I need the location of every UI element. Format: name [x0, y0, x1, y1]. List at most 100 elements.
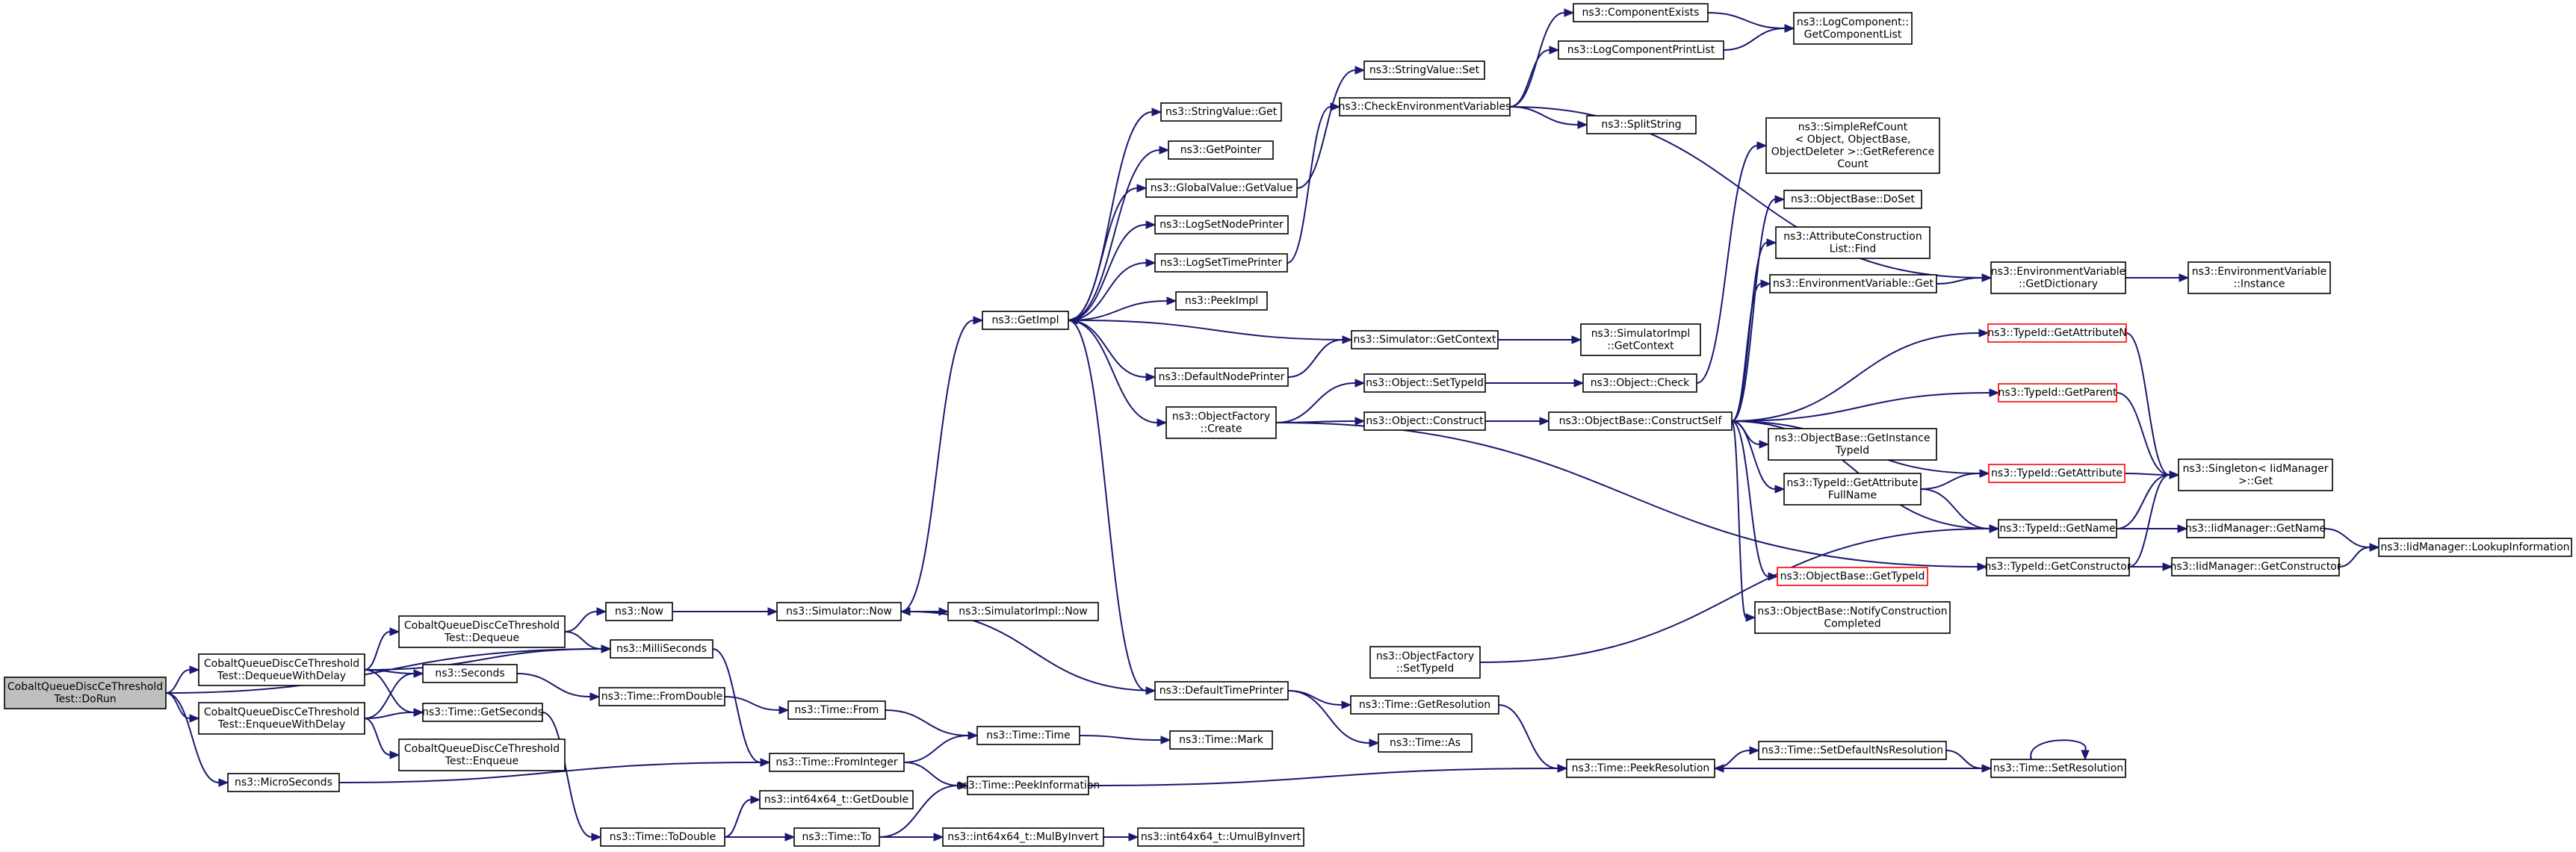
arrowhead: [1354, 379, 1366, 388]
node-envvarget[interactable]: ns3::EnvironmentVariable::Get: [1769, 274, 1937, 293]
node-now[interactable]: ns3::Now: [605, 602, 673, 621]
node-box: [1990, 759, 2126, 778]
node-notifyconstruct[interactable]: ns3::ObjectBase::NotifyConstructionCompl…: [1754, 601, 1951, 634]
node-setresolution[interactable]: ns3::Time::SetResolution: [1990, 759, 2126, 778]
node-envvargetdict[interactable]: ns3::EnvironmentVariable::GetDictionary: [1990, 261, 2126, 294]
arrowhead: [1774, 485, 1786, 494]
node-defaultnode[interactable]: ns3::DefaultNodePrinter: [1154, 367, 1289, 387]
edge-objfactorycreate-to-typeidgetctor: [1275, 422, 1988, 571]
node-simplerefcount[interactable]: ns3::SimpleRefCount< Object, ObjectBase,…: [1765, 117, 1940, 174]
node-checkenv[interactable]: ns3::CheckEnvironmentVariables: [1339, 97, 1511, 116]
node-objfactorycreate[interactable]: ns3::ObjectFactory::Create: [1165, 406, 1277, 439]
node-objcheck[interactable]: ns3::Object::Check: [1582, 373, 1697, 393]
node-box: [1582, 373, 1697, 393]
node-getimpl[interactable]: ns3::GetImpl: [982, 311, 1069, 330]
node-mulbyinvert[interactable]: ns3::int64x64_t::MulByInvert: [942, 827, 1104, 847]
node-getseconds[interactable]: ns3::Time::GetSeconds: [422, 703, 543, 722]
node-getpointer[interactable]: ns3::GetPointer: [1168, 140, 1274, 160]
arrowhead: [1160, 736, 1171, 744]
node-componentexists[interactable]: ns3::ComponentExists: [1573, 3, 1709, 22]
node-stringvalueget[interactable]: ns3::StringValue::Get: [1160, 102, 1282, 122]
node-peekinfo[interactable]: ns3::Time::PeekInformation: [956, 776, 1100, 795]
node-globalvalue[interactable]: ns3::GlobalValue::GetValue: [1145, 178, 1298, 198]
node-timeto[interactable]: ns3::Time::To: [793, 827, 880, 847]
node-logsettime[interactable]: ns3::LogSetTimePrinter: [1154, 253, 1288, 273]
node-simimplnow[interactable]: ns3::SimulatorImpl::Now: [947, 602, 1099, 621]
node-objconstruct[interactable]: ns3::Object::Construct: [1363, 411, 1486, 431]
node-timemark[interactable]: ns3::Time::Mark: [1169, 730, 1273, 750]
edge-line: [1731, 199, 1776, 422]
edge-line: [1723, 28, 1786, 51]
node-typeidgetattr[interactable]: ns3::TypeId::GetAttribute: [1988, 464, 2125, 483]
arrowhead: [973, 316, 984, 325]
node-milliseconds[interactable]: ns3::MilliSeconds: [610, 639, 713, 659]
node-label: ns3::StringValue::Get: [1165, 106, 1278, 118]
node-objfactorysettypeid[interactable]: ns3::ObjectFactory::SetTypeId: [1369, 646, 1481, 679]
node-box: [422, 703, 543, 722]
node-label: ns3::EnvironmentVariable: [2192, 266, 2327, 278]
node-logsetnode[interactable]: ns3::LogSetNodePrinter: [1154, 215, 1289, 234]
node-stringvalueset[interactable]: ns3::StringValue::Set: [1363, 60, 1485, 80]
edge-logcompprint-to-logcompgetlist: [1723, 24, 1795, 51]
node-label: ns3::MilliSeconds: [616, 643, 707, 655]
node-getresolution[interactable]: ns3::Time::GetResolution: [1350, 695, 1499, 715]
arrowhead: [767, 607, 778, 616]
node-objbasedoset[interactable]: ns3::ObjectBase::DoSet: [1783, 190, 1922, 209]
node-box: [1363, 373, 1486, 393]
node-timeas[interactable]: ns3::Time::As: [1378, 733, 1473, 753]
node-logcompprint[interactable]: ns3::LogComponentPrintList: [1558, 40, 1724, 60]
node-logcompgetlist[interactable]: ns3::LogComponent::GetComponentList: [1793, 12, 1913, 45]
node-objbasegettypeid[interactable]: ns3::ObjectBase::GetTypeId: [1777, 567, 1928, 586]
edge-line: [903, 762, 959, 786]
node-box: [1998, 519, 2117, 538]
node-setdefaultns[interactable]: ns3::Time::SetDefaultNsResolution: [1758, 741, 1947, 760]
node-typeidgetattrn[interactable]: ns3::TypeId::GetAttributeN: [1987, 323, 2127, 343]
edge-logsettime-to-checkenv: [1287, 102, 1341, 264]
node-singletonget[interactable]: ns3::Singleton< IidManager>::Get: [2178, 458, 2333, 491]
node-peekresolution[interactable]: ns3::Time::PeekResolution: [1566, 759, 1715, 778]
node-seconds[interactable]: ns3::Seconds: [422, 664, 518, 683]
node-iidgetctor[interactable]: ns3::IidManager::GetConstructor: [2170, 557, 2341, 576]
node-iidgetname[interactable]: ns3::IidManager::GetName: [2185, 519, 2326, 538]
node-microseconds[interactable]: ns3::MicroSeconds: [227, 773, 340, 792]
node-box: [1154, 367, 1289, 387]
node-objsettypeid[interactable]: ns3::Object::SetTypeId: [1363, 373, 1486, 393]
edge-milliseconds-to-frominteger: [712, 648, 771, 767]
node-label: ns3::ObjectFactory: [1376, 650, 1474, 662]
node-getdouble[interactable]: ns3::int64x64_t::GetDouble: [759, 790, 914, 809]
node-label: CobaltQueueDiscCeThreshold: [204, 706, 359, 718]
node-typeidgetctor[interactable]: ns3::TypeId::GetConstructor: [1984, 557, 2131, 576]
arrowhead: [1557, 764, 1568, 773]
node-iidlookup[interactable]: ns3::IidManager::LookupInformation: [2378, 538, 2572, 557]
node-timetime[interactable]: ns3::Time::Time: [976, 726, 1080, 745]
node-simnow[interactable]: ns3::Simulator::Now: [776, 602, 902, 621]
node-label: ns3::TypeId::GetParent: [1998, 387, 2117, 399]
node-envvarinstance[interactable]: ns3::EnvironmentVariable::Instance: [2188, 261, 2331, 294]
node-box: [1758, 741, 1947, 760]
node-deqdelay[interactable]: CobaltQueueDiscCeThresholdTest::DequeueW…: [198, 653, 365, 686]
node-typeidgetparent[interactable]: ns3::TypeId::GetParent: [1998, 383, 2117, 402]
node-simgetcontext[interactable]: ns3::Simulator::GetContext: [1351, 330, 1499, 349]
node-simimplgetcontext[interactable]: ns3::SimulatorImpl::GetContext: [1580, 323, 1701, 356]
node-peekimpl[interactable]: ns3::PeekImpl: [1175, 291, 1268, 311]
node-enqdelay[interactable]: CobaltQueueDiscCeThresholdTest::EnqueueW…: [198, 702, 365, 735]
node-label: ns3::GlobalValue::GetValue: [1151, 182, 1292, 194]
node-frominteger[interactable]: ns3::Time::FromInteger: [769, 753, 905, 772]
node-defaulttime[interactable]: ns3::DefaultTimePrinter: [1154, 681, 1289, 700]
node-typeidgetname[interactable]: ns3::TypeId::GetName: [1998, 519, 2117, 538]
node-umulbyinvert[interactable]: ns3::int64x64_t::UmulByInvert: [1137, 827, 1304, 847]
node-todouble[interactable]: ns3::Time::ToDouble: [600, 827, 725, 847]
node-constructself[interactable]: ns3::ObjectBase::ConstructSelf: [1548, 411, 1733, 431]
edge-timefrom-to-timetime: [885, 709, 979, 740]
edge-line: [2116, 474, 2170, 529]
node-timefrom[interactable]: ns3::Time::From: [787, 700, 886, 720]
node-splitstring[interactable]: ns3::SplitString: [1586, 115, 1697, 134]
node-fromdouble[interactable]: ns3::Time::FromDouble: [598, 687, 725, 706]
edge-line: [1068, 300, 1168, 321]
